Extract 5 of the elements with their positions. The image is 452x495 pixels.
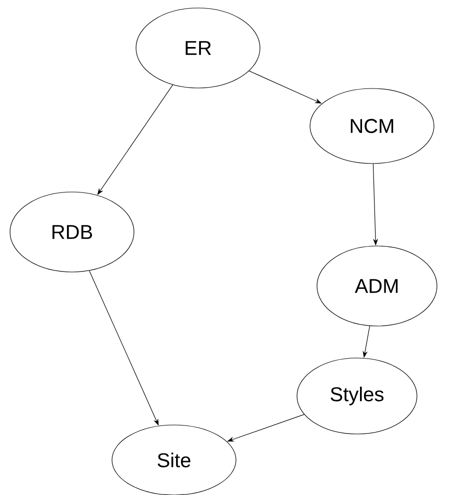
ellipse-node: ER bbox=[136, 8, 260, 88]
ellipse-node: Styles bbox=[296, 358, 418, 434]
ellipse-node: NCM bbox=[310, 88, 434, 164]
ellipse-node: RDB bbox=[10, 192, 134, 272]
ellipse-node: ADM bbox=[316, 246, 438, 326]
